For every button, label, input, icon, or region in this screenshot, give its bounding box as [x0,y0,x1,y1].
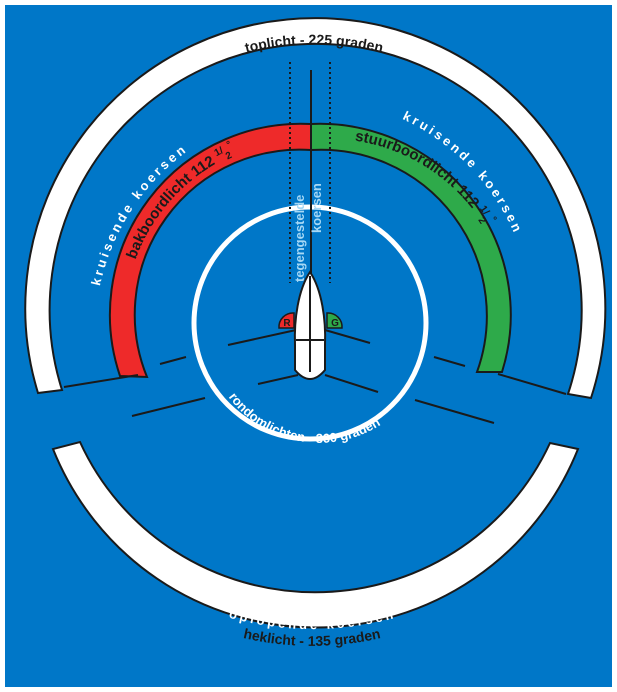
svg-text:R: R [283,318,291,329]
starboard-badge: G [326,312,343,329]
masthead-light-band [24,17,607,400]
opposing-courses-label: tegengestelde koersen [292,183,324,282]
opposing-course-lines [289,62,331,283]
sector-lines [63,70,567,424]
svg-text:G: G [331,318,339,329]
stern-light-band [51,440,580,629]
port-badge: R [278,312,295,329]
boat [293,270,327,380]
stern-light-label: heklicht - 135 graden [242,625,382,649]
svg-text:tegengestelde: tegengestelde [292,195,307,282]
svg-text:koersen: koersen [309,183,324,233]
